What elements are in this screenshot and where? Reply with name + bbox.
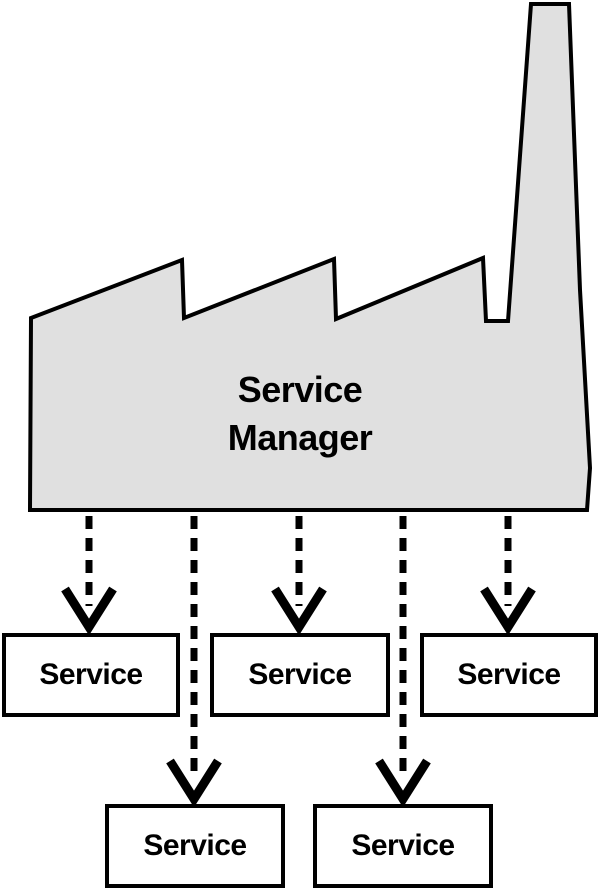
- service-box-row2-1: Service: [105, 804, 285, 888]
- service-box-label: Service: [39, 658, 143, 691]
- service-box-row1-1: Service: [2, 633, 180, 717]
- service-box-row2-2: Service: [313, 804, 493, 888]
- service-manager-label: Service Manager: [227, 369, 373, 458]
- dashed-arrow-5: [480, 516, 536, 636]
- dashed-arrow-3: [271, 516, 327, 636]
- service-box-row1-2: Service: [210, 633, 390, 717]
- service-box-label: Service: [457, 658, 561, 691]
- dashed-arrow-1: [61, 516, 117, 636]
- service-box-row1-3: Service: [420, 633, 598, 717]
- service-box-label: Service: [143, 829, 247, 862]
- service-box-label: Service: [351, 829, 455, 862]
- service-box-label: Service: [248, 658, 352, 691]
